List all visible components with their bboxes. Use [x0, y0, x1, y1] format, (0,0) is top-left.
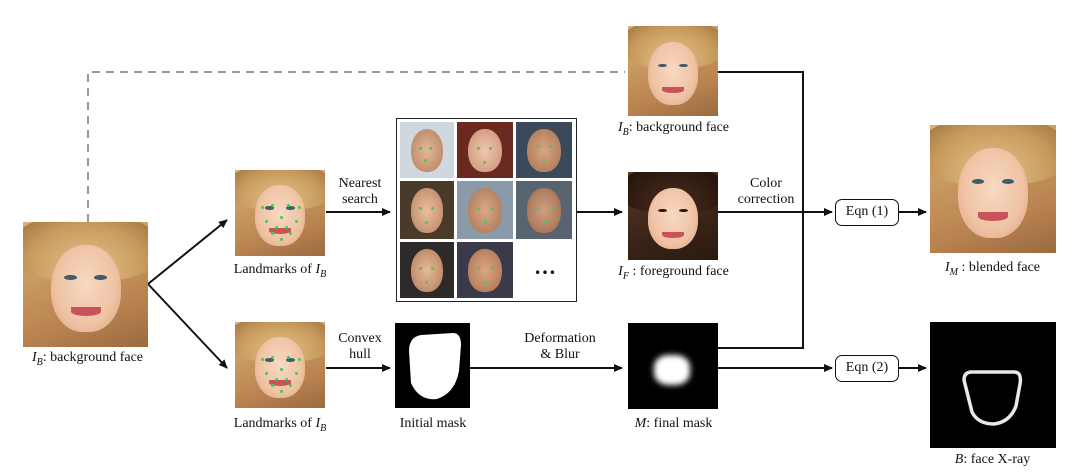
landmarks-label-bottom: Landmarks of IB	[220, 416, 340, 437]
landmark-points	[235, 322, 325, 408]
foreground-face-image	[628, 172, 718, 260]
eqn2-box: Eqn (2)	[835, 355, 899, 382]
eqn1-box: Eqn (1)	[835, 199, 899, 226]
initial-mask-shape	[395, 323, 470, 408]
blended-face-image	[930, 125, 1056, 253]
initial-mask-label: Initial mask	[383, 416, 483, 432]
final-mask-image	[628, 323, 718, 409]
deformation-blur-label: Deformation& Blur	[505, 331, 615, 363]
landmarks-image-bottom	[235, 322, 325, 408]
face-xray-image	[930, 322, 1056, 448]
initial-mask-image	[395, 323, 470, 408]
background-face-image-top	[628, 26, 718, 116]
line-bg-face-to-merge	[718, 72, 803, 348]
landmarks-image-top	[235, 170, 325, 256]
face-database-grid: …	[396, 118, 577, 302]
background-face-image-left	[23, 222, 148, 347]
background-face-label-left: IB: background face	[10, 350, 165, 371]
blended-face-label: IM : blended face	[915, 260, 1070, 281]
landmark-points	[235, 170, 325, 256]
landmarks-label-top: Landmarks of IB	[220, 262, 340, 283]
foreground-face-label: IF : foreground face	[596, 264, 751, 285]
xray-boundary-shape	[930, 322, 1056, 448]
final-mask-label: M: final mask	[596, 416, 751, 432]
grid-ellipsis: …	[525, 259, 565, 275]
background-face-label-top: IB: background face	[596, 120, 751, 141]
face-xray-label: B: face X-ray	[915, 452, 1070, 468]
arrow-to-landmarks-top	[148, 220, 227, 284]
